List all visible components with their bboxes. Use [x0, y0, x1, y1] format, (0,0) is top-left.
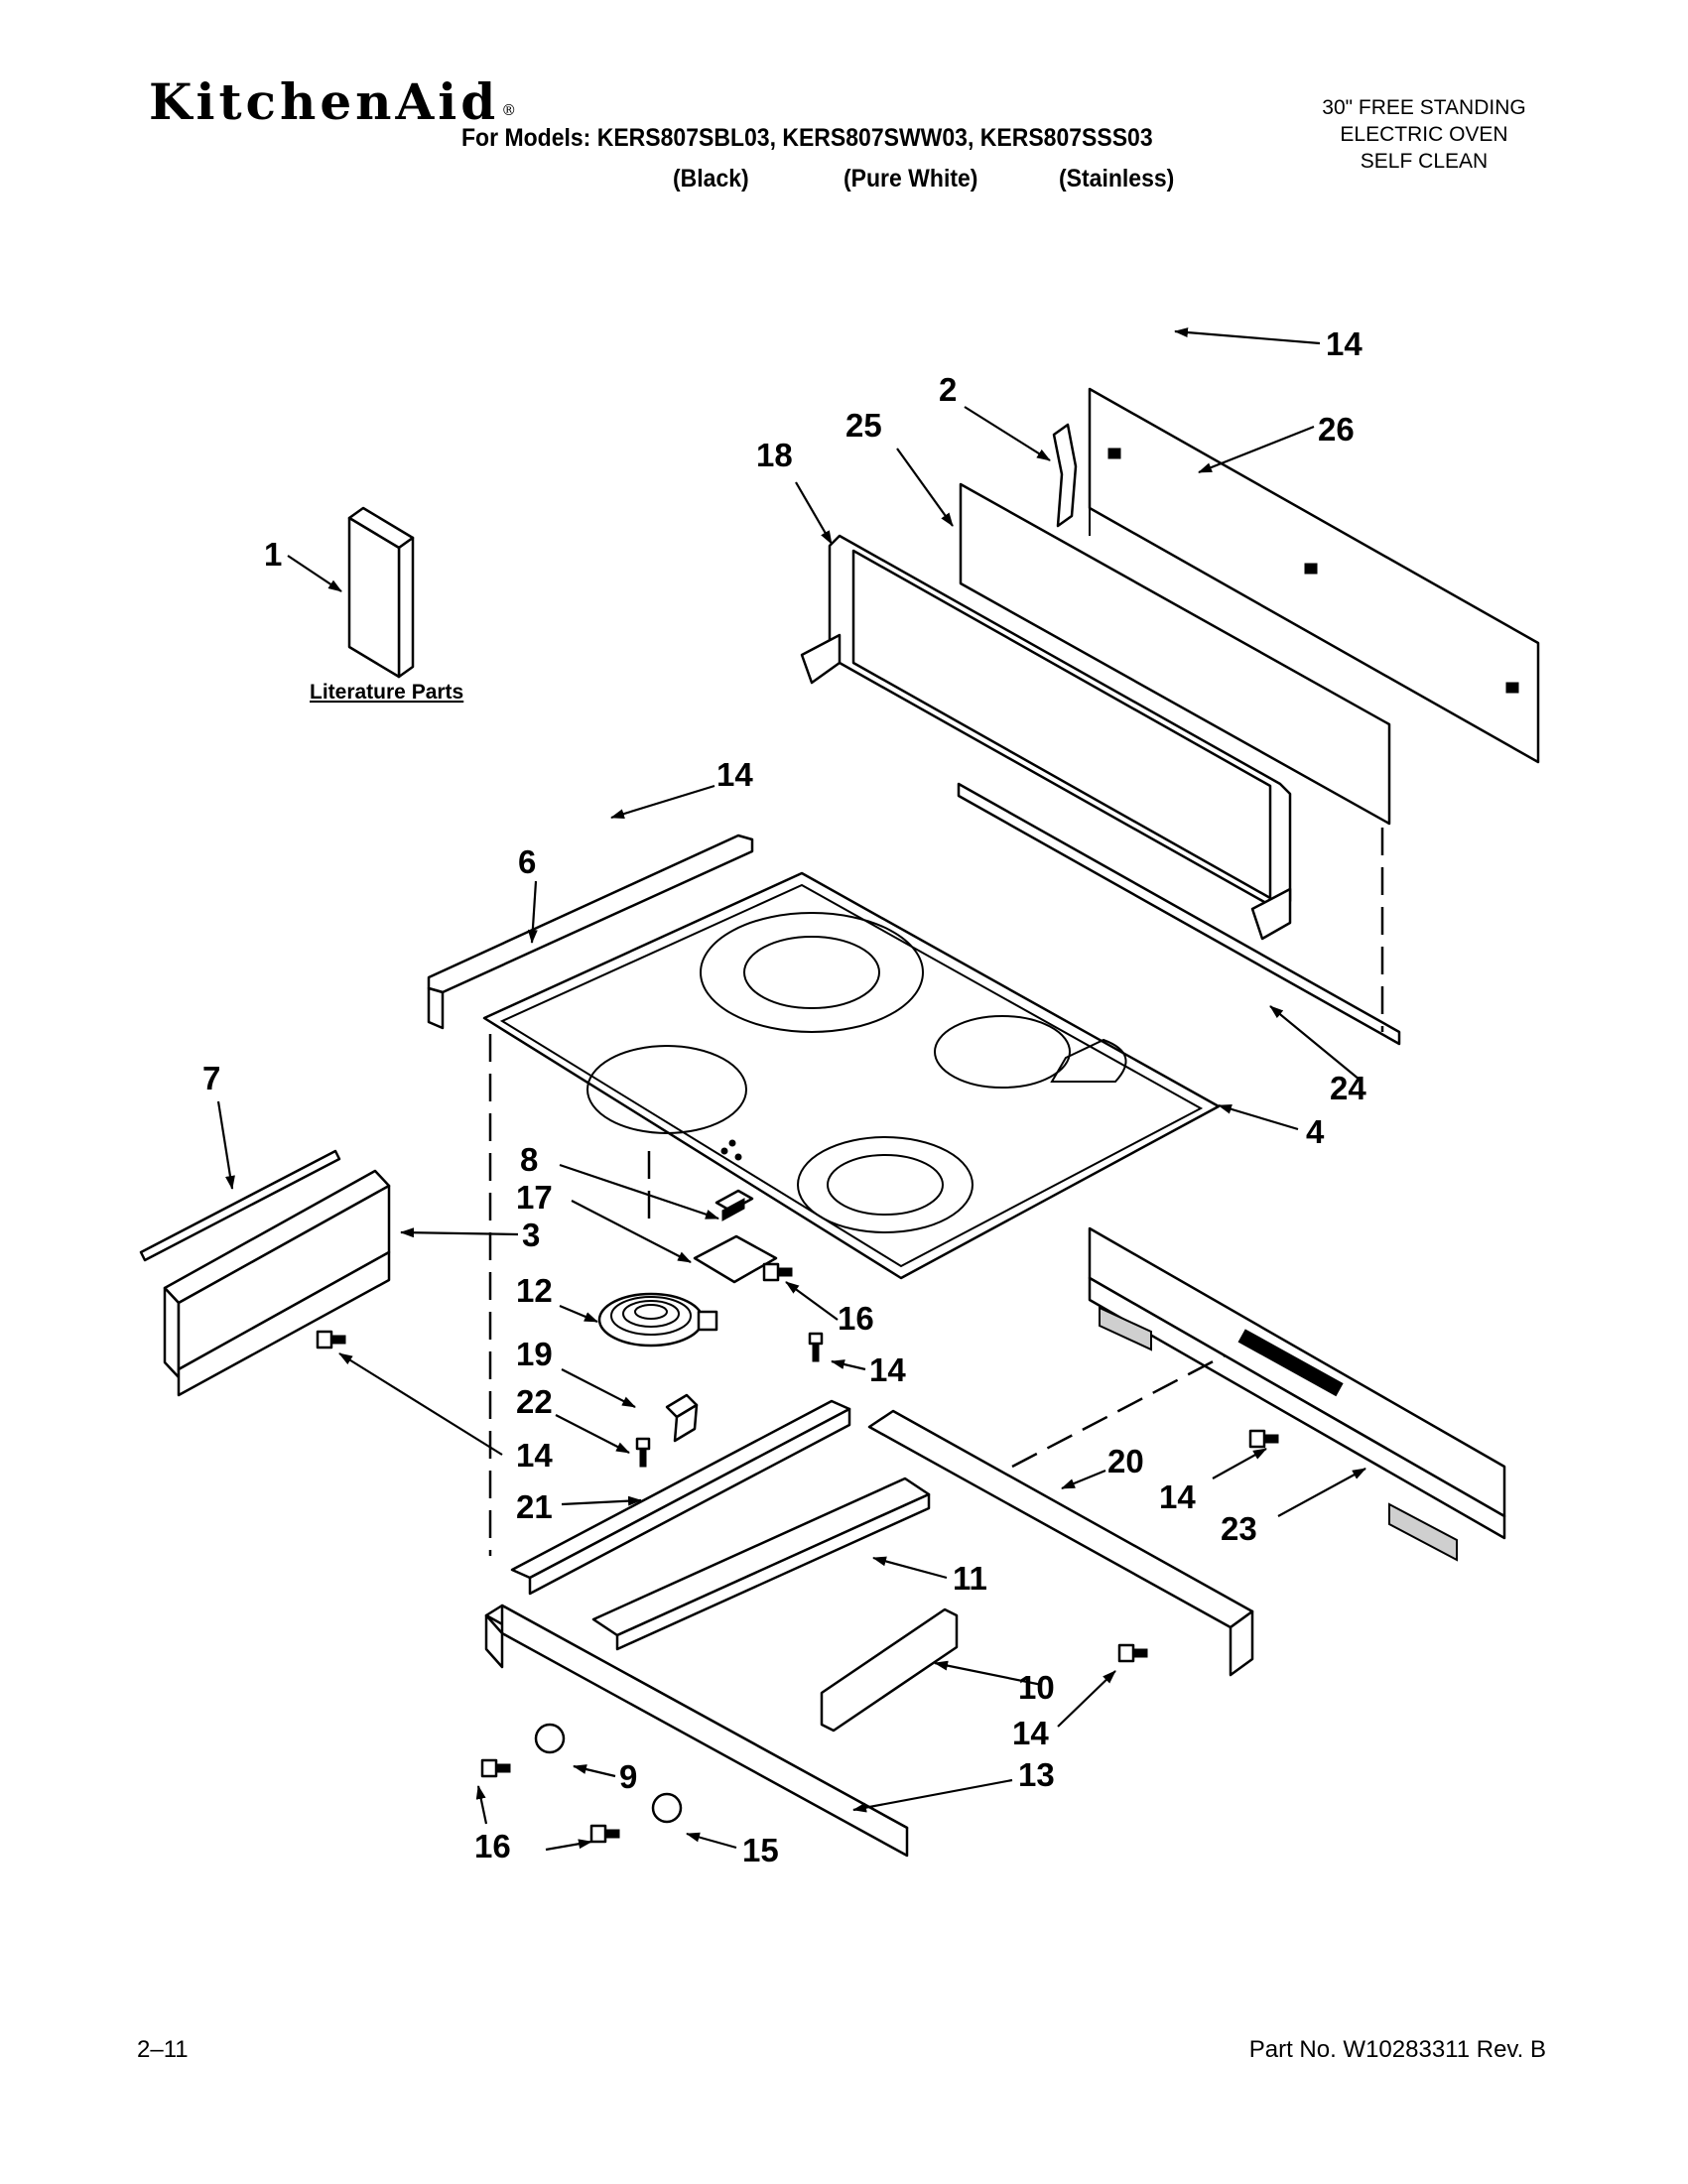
front-rail-21	[510, 1399, 851, 1596]
switch-bracket	[693, 1189, 778, 1284]
rear-trim-strip	[957, 782, 1401, 1046]
callout-4: 4	[1306, 1113, 1325, 1150]
callout-10: 10	[1018, 1669, 1055, 1706]
product-line-1: 30" FREE STANDING	[1322, 96, 1526, 119]
variant-black: (Black)	[673, 165, 749, 193]
console-frame	[800, 534, 1292, 941]
page-number: 2–11	[137, 2036, 189, 2063]
callout-3: 3	[522, 1217, 540, 1253]
literature-parts-label: Literature Parts	[310, 681, 463, 704]
back-panel	[1088, 387, 1540, 764]
console-glass	[959, 482, 1391, 826]
callout-7: 7	[202, 1060, 220, 1096]
callout-2: 2	[939, 371, 957, 408]
callout-13: 13	[1018, 1756, 1055, 1793]
callout-8: 8	[520, 1141, 538, 1178]
front-strip	[139, 1149, 341, 1262]
callout-25: 25	[845, 407, 882, 444]
channel-11	[591, 1477, 931, 1651]
callout-20: 20	[1107, 1443, 1144, 1479]
part-number: Part No. W10283311 Rev. B	[1248, 2036, 1546, 2063]
brand-name: KitchenAid	[149, 72, 500, 131]
registered-mark: ®	[501, 101, 517, 119]
callout-1: 1	[264, 536, 282, 573]
callout-18: 18	[756, 437, 793, 473]
callout-14-lower: 14	[1012, 1715, 1049, 1751]
callout-26: 26	[1318, 411, 1355, 448]
models-line: For Models: KERS807SBL03, KERS807SWW03, …	[461, 124, 1153, 152]
callout-14-right: 14	[1159, 1478, 1196, 1515]
callout-11: 11	[953, 1560, 987, 1597]
callout-21: 21	[516, 1488, 553, 1525]
brand-logo: KitchenAid®	[149, 77, 516, 127]
callout-14-side: 14	[716, 756, 753, 793]
callout-14-left: 14	[516, 1437, 553, 1474]
left-side-rail	[163, 1169, 391, 1397]
long-rail-20	[867, 1409, 1254, 1677]
callout-9: 9	[619, 1758, 637, 1795]
callout-16-mid: 16	[838, 1300, 874, 1337]
callout-22: 22	[516, 1383, 553, 1420]
bottom-front-rail	[484, 1604, 909, 1858]
callout-15: 15	[742, 1832, 779, 1868]
callout-14-top: 14	[1326, 325, 1363, 362]
callout-12: 12	[516, 1272, 553, 1309]
clip	[665, 1393, 699, 1443]
callout-14-center: 14	[869, 1351, 906, 1388]
callout-6: 6	[518, 843, 536, 880]
screws	[316, 1262, 1279, 1844]
literature-booklet	[347, 506, 415, 679]
callout-16-bottom: 16	[474, 1828, 511, 1864]
variant-stainless: (Stainless)	[1059, 165, 1175, 193]
product-description: 30" FREE STANDING ELECTRIC OVEN SELF CLE…	[1280, 94, 1568, 175]
callout-23: 23	[1221, 1510, 1257, 1547]
variant-pure-white: (Pure White)	[844, 165, 978, 193]
bracket-2	[1052, 423, 1078, 528]
callout-24: 24	[1330, 1070, 1366, 1106]
callout-17: 17	[516, 1179, 553, 1216]
element-coil	[597, 1292, 718, 1348]
callout-19: 19	[516, 1336, 553, 1372]
handle-bracket	[820, 1607, 959, 1733]
side-trim	[427, 834, 754, 1030]
callout-labels: 1 2 26 14 25 18 14 6 4 24 7 3 8 17 16 12…	[202, 325, 1366, 1868]
callout-arrows	[216, 327, 1366, 1852]
product-line-2: ELECTRIC OVEN	[1340, 123, 1508, 146]
assembly-lines	[488, 828, 1384, 1556]
cooktop	[482, 871, 1221, 1280]
right-side-panel	[1088, 1226, 1506, 1562]
product-line-3: SELF CLEAN	[1360, 150, 1489, 173]
